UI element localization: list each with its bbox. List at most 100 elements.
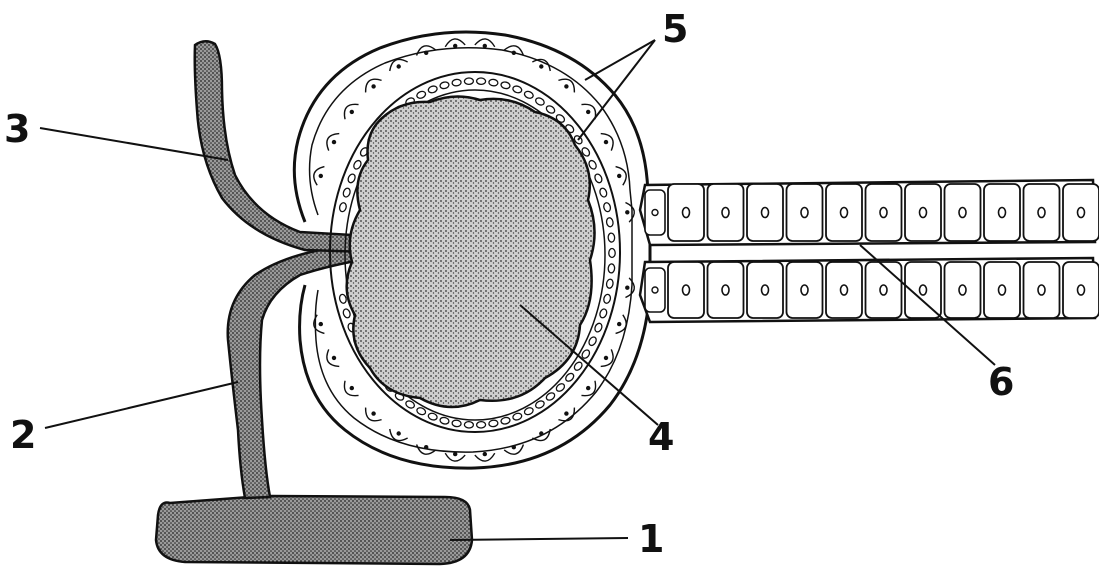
tubule-nucleus bbox=[1038, 285, 1045, 295]
cell-nucleus bbox=[453, 452, 457, 456]
cell-nucleus bbox=[617, 322, 621, 326]
bead bbox=[339, 202, 348, 212]
tubule-nucleus bbox=[920, 208, 927, 218]
tubule-nucleus bbox=[722, 208, 729, 218]
bead bbox=[512, 412, 523, 421]
capsule-cell bbox=[361, 75, 381, 93]
tubule-nucleus bbox=[652, 210, 658, 216]
cell-nucleus bbox=[424, 445, 428, 449]
bead bbox=[608, 264, 615, 274]
cell-nucleus bbox=[319, 174, 323, 178]
leader-1 bbox=[450, 538, 628, 540]
bead bbox=[500, 417, 510, 425]
tubule-nucleus bbox=[959, 208, 966, 218]
tubule-nucleus bbox=[1078, 285, 1085, 295]
tubule-nucleus bbox=[801, 208, 808, 218]
tubule-nucleus bbox=[683, 285, 690, 295]
cell-nucleus bbox=[539, 64, 543, 68]
leader-2 bbox=[45, 382, 238, 428]
bead bbox=[606, 217, 614, 227]
bead bbox=[464, 421, 473, 428]
cell-nucleus bbox=[332, 140, 336, 144]
capsule-cell bbox=[340, 100, 359, 119]
bead bbox=[347, 173, 357, 184]
label-1: 1 bbox=[638, 517, 664, 561]
bead bbox=[500, 81, 510, 89]
bead bbox=[603, 294, 612, 304]
bead bbox=[339, 294, 348, 304]
cell-nucleus bbox=[350, 110, 354, 114]
label-6: 6 bbox=[988, 360, 1014, 404]
cell-nucleus bbox=[604, 356, 608, 360]
cell-nucleus bbox=[625, 210, 629, 214]
bead bbox=[342, 308, 351, 319]
bead bbox=[476, 78, 485, 85]
bead bbox=[427, 412, 438, 421]
cell-nucleus bbox=[397, 431, 401, 435]
bead bbox=[523, 90, 534, 99]
bead bbox=[588, 159, 598, 170]
leader-5b bbox=[585, 40, 655, 80]
capsule-cell bbox=[340, 381, 359, 400]
bead bbox=[594, 173, 604, 184]
cell-nucleus bbox=[350, 386, 354, 390]
efferent-vessel bbox=[195, 41, 370, 252]
tubule-nucleus bbox=[841, 208, 848, 218]
leader-5a bbox=[578, 40, 655, 140]
tubule-nucleus bbox=[652, 287, 658, 293]
bead bbox=[609, 249, 615, 258]
cell-nucleus bbox=[371, 84, 375, 88]
cell-nucleus bbox=[586, 386, 590, 390]
tubule-nucleus bbox=[722, 285, 729, 295]
bead bbox=[464, 78, 473, 85]
bead bbox=[342, 187, 351, 198]
bead bbox=[452, 420, 462, 428]
bead bbox=[603, 202, 612, 212]
tubule-nucleus bbox=[999, 285, 1006, 295]
bead bbox=[608, 233, 615, 243]
tubule-nucleus bbox=[762, 285, 769, 295]
cell-nucleus bbox=[564, 411, 568, 415]
capsule-cell bbox=[601, 130, 617, 151]
tubule-nucleus bbox=[920, 285, 927, 295]
cell-nucleus bbox=[319, 322, 323, 326]
capsule-cell bbox=[532, 429, 553, 444]
tubule-nucleus bbox=[880, 208, 887, 218]
bead bbox=[594, 322, 604, 333]
capsule-cell bbox=[558, 75, 578, 93]
bead bbox=[512, 85, 523, 94]
cell-nucleus bbox=[453, 44, 457, 48]
bead bbox=[588, 336, 598, 347]
bead bbox=[606, 279, 614, 289]
cell-nucleus bbox=[625, 286, 629, 290]
bead bbox=[452, 79, 462, 87]
cell-nucleus bbox=[512, 51, 516, 55]
tubule-nucleus bbox=[959, 285, 966, 295]
tubule-nucleus bbox=[1038, 208, 1045, 218]
tubule-nucleus bbox=[999, 208, 1006, 218]
label-4: 4 bbox=[648, 415, 674, 459]
bead bbox=[439, 417, 449, 425]
tubule-nucleus bbox=[1078, 208, 1085, 218]
cell-nucleus bbox=[397, 64, 401, 68]
label-5: 5 bbox=[662, 7, 688, 51]
capsule-cell bbox=[558, 408, 578, 426]
bead bbox=[427, 85, 438, 94]
label-3: 3 bbox=[4, 107, 30, 151]
bead bbox=[439, 81, 449, 89]
bead bbox=[489, 420, 499, 428]
cell-nucleus bbox=[512, 445, 516, 449]
bead bbox=[416, 90, 427, 99]
capsule-cell bbox=[323, 349, 339, 370]
tubule-nucleus bbox=[762, 208, 769, 218]
glomerulus bbox=[347, 96, 595, 407]
cell-nucleus bbox=[564, 84, 568, 88]
label-2: 2 bbox=[10, 413, 36, 457]
tubule-nucleus bbox=[801, 285, 808, 295]
bead bbox=[534, 97, 545, 107]
bead bbox=[352, 159, 362, 170]
cell-nucleus bbox=[483, 452, 487, 456]
cell-nucleus bbox=[483, 44, 487, 48]
